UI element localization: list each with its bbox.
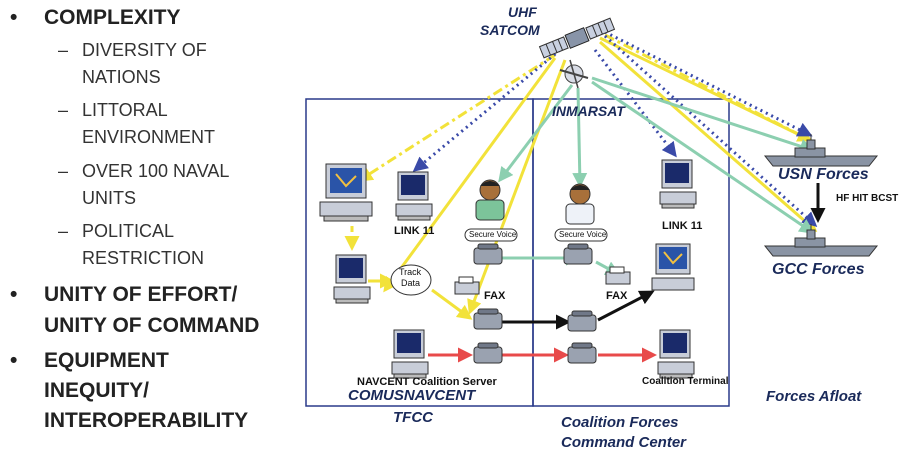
sub-item: RESTRICTION bbox=[82, 248, 205, 268]
sub-item: OVER 100 NAVAL bbox=[82, 161, 230, 181]
phone-icon bbox=[473, 342, 503, 364]
link-track-to-phone bbox=[431, 288, 473, 320]
dash-marker: – bbox=[58, 161, 69, 181]
cfcc-box bbox=[532, 98, 730, 407]
link-uhf-to-link11-right bbox=[593, 49, 677, 158]
link-uhf-to-link11-left bbox=[412, 48, 561, 172]
secure-voice-left-label: Secure Voice bbox=[469, 230, 517, 239]
track-data-bubble bbox=[390, 264, 432, 296]
hf-label: HF HIT BCST bbox=[836, 193, 899, 204]
bullet-marker: • bbox=[10, 349, 18, 372]
uhf-satcom-label: SATCOM bbox=[480, 22, 540, 38]
computer-icon bbox=[659, 159, 697, 209]
yellow-links bbox=[357, 33, 818, 315]
workstation-icon bbox=[319, 163, 373, 222]
secure-voice-right-label: Secure Voice bbox=[559, 230, 607, 239]
sub-item: POLITICAL bbox=[82, 221, 175, 241]
sub-item: DIVERSITY OF bbox=[82, 40, 207, 60]
dash-marker: – bbox=[58, 100, 69, 120]
link-uhf-to-gcc bbox=[599, 40, 818, 232]
link-inmarsat-to-usn bbox=[591, 76, 815, 154]
inmarsat-satellite-icon bbox=[559, 59, 589, 89]
server-icon bbox=[391, 329, 429, 379]
link11-left-label: LINK 11 bbox=[394, 225, 435, 237]
link-uhf-usn-dash bbox=[604, 33, 801, 137]
blue-links bbox=[412, 30, 818, 228]
fax-icon bbox=[605, 266, 631, 285]
phone-icon bbox=[473, 308, 503, 330]
track-data-label: Data bbox=[401, 278, 421, 288]
secure-voice-box bbox=[464, 228, 518, 242]
gcc-ship-icon bbox=[763, 224, 879, 257]
bullet-equipment: EQUIPMENT bbox=[44, 349, 169, 372]
phone-icon bbox=[473, 243, 503, 265]
terminal-icon bbox=[657, 329, 695, 379]
person-icon bbox=[475, 179, 505, 221]
computer-icon bbox=[395, 171, 433, 221]
cfcc-label-2: Command Center bbox=[561, 434, 687, 451]
link-uhf-to-workstation bbox=[357, 53, 556, 182]
dash-marker: – bbox=[58, 221, 69, 241]
link-uhf-to-gcc-blue bbox=[603, 34, 818, 228]
forces-afloat-label: Forces Afloat bbox=[766, 388, 862, 405]
bullet-complexity: COMPLEXITY bbox=[44, 6, 181, 29]
link-black-to-terminal bbox=[597, 290, 655, 322]
fax-right-label: FAX bbox=[606, 290, 628, 302]
navcent-server-label: NAVCENT Coalition Server bbox=[357, 376, 497, 388]
coalition-terminal-label: Coalition Terminal bbox=[642, 376, 729, 387]
sub-item: NATIONS bbox=[82, 67, 161, 87]
bullet-marker: • bbox=[10, 6, 18, 29]
phone-icon bbox=[567, 310, 597, 332]
inmarsat-label: INMARSAT bbox=[552, 103, 625, 119]
track-label: Track bbox=[399, 267, 422, 277]
secure-voice-box bbox=[554, 228, 608, 242]
dash-marker: – bbox=[58, 40, 69, 60]
phone-icon bbox=[567, 342, 597, 364]
bullet-unity: UNITY OF EFFORT/ bbox=[44, 283, 238, 306]
link11-right-label: LINK 11 bbox=[662, 220, 703, 232]
satellite-icon bbox=[538, 17, 616, 59]
phone-icon bbox=[563, 243, 593, 265]
link-uhf-to-phone bbox=[467, 59, 567, 315]
computer-icon bbox=[333, 254, 371, 304]
workstation-icon bbox=[651, 243, 695, 291]
usn-ship-icon bbox=[763, 134, 879, 167]
bullet-equipment: INEQUITY/ bbox=[44, 379, 150, 402]
link-uhf-to-track bbox=[383, 57, 557, 293]
fax-icon bbox=[454, 276, 480, 295]
link-inmarsat-to-gcc bbox=[591, 80, 815, 234]
fax-left-label: FAX bbox=[484, 290, 506, 302]
gcc-forces-label: GCC Forces bbox=[772, 261, 865, 278]
bullet-unity: UNITY OF COMMAND bbox=[44, 314, 260, 337]
bullet-equipment: INTEROPERABILITY bbox=[44, 409, 249, 432]
cfcc-label: Coalition Forces bbox=[561, 414, 679, 431]
tfcc-label: TFCC bbox=[393, 409, 433, 426]
uhf-label: UHF bbox=[508, 4, 537, 20]
usn-forces-label: USN Forces bbox=[778, 166, 869, 183]
green-links bbox=[498, 76, 815, 276]
link-inmarsat-to-secure-right bbox=[572, 87, 588, 188]
person-icon bbox=[565, 183, 595, 225]
link-inmarsat-to-secure-left bbox=[498, 84, 574, 183]
sub-item: LITTORAL bbox=[82, 100, 168, 120]
sub-item: ENVIRONMENT bbox=[82, 127, 216, 147]
link-uhf-to-usn-blue bbox=[604, 30, 813, 137]
comusnavcent-label: COMUSNAVCENT bbox=[348, 387, 476, 404]
bullet-marker: • bbox=[10, 283, 18, 306]
sub-item: UNITS bbox=[82, 188, 136, 208]
